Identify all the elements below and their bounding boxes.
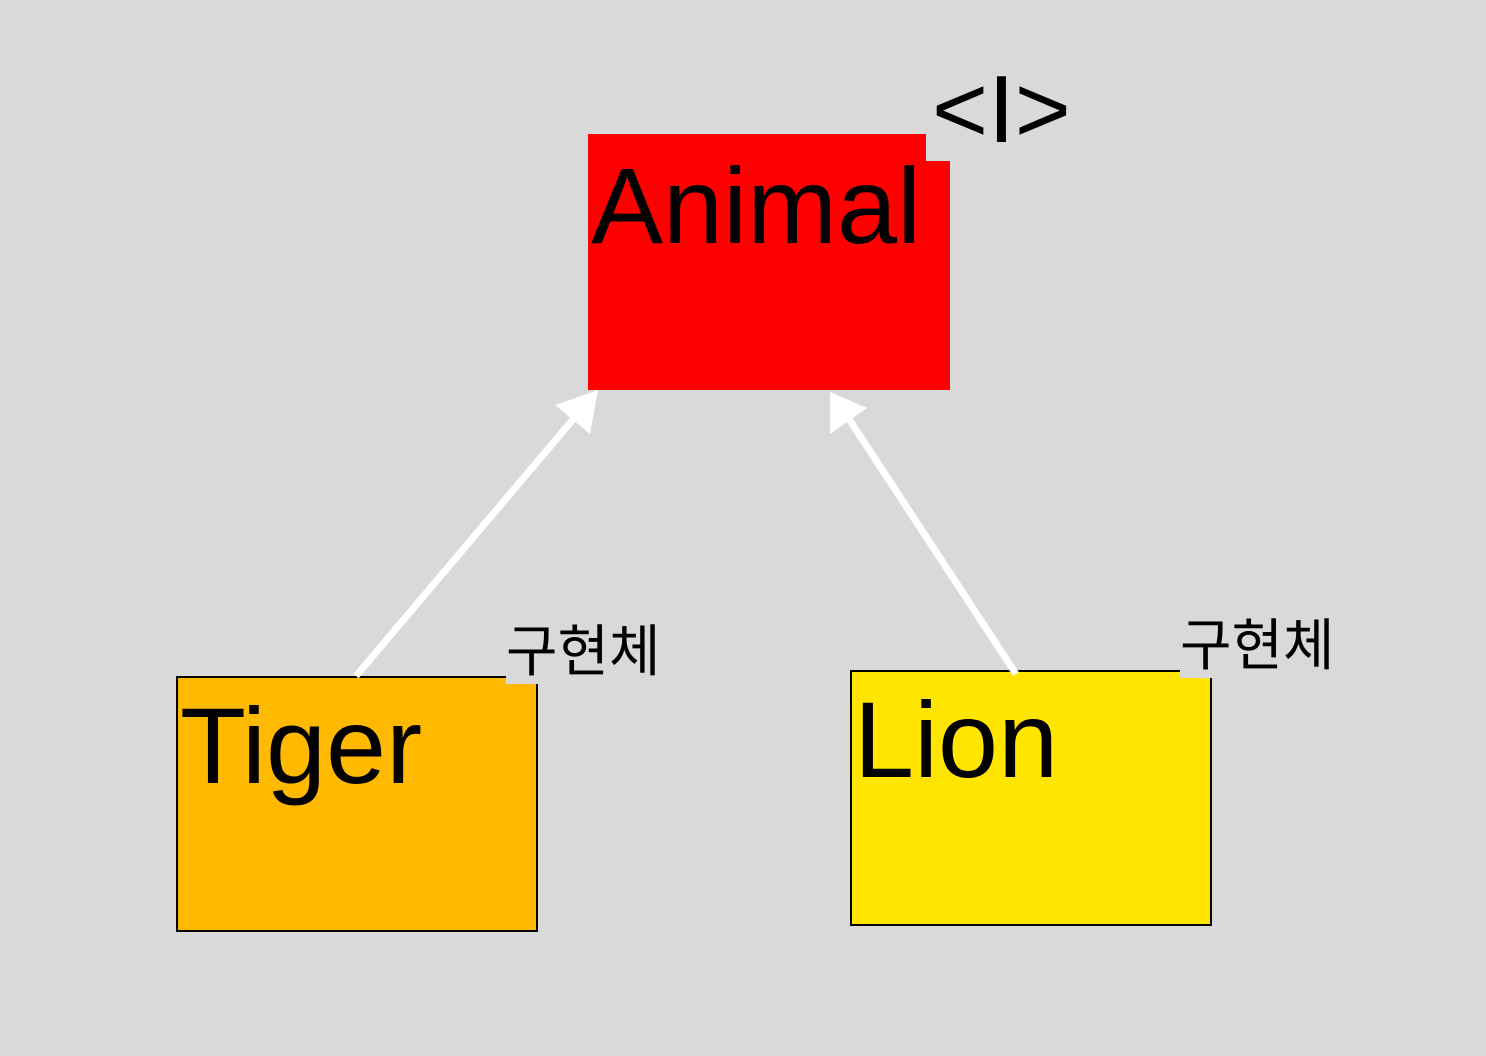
class-name-tiger: Tiger <box>180 685 423 806</box>
class-box-tiger: Tiger <box>176 676 538 932</box>
interface-stereotype: <I> <box>926 59 1077 161</box>
interface-box-animal: Animal <box>588 134 950 390</box>
class-name-lion: Lion <box>854 679 1059 800</box>
implementation-label-lion: 구현체 <box>1180 614 1335 679</box>
arrow-tiger-to-animal <box>353 390 598 679</box>
arrow-lion-to-animal <box>830 392 1019 676</box>
class-box-lion: Lion <box>850 670 1212 926</box>
interface-name: Animal <box>591 145 922 266</box>
implementation-label-tiger: 구현체 <box>506 620 661 685</box>
